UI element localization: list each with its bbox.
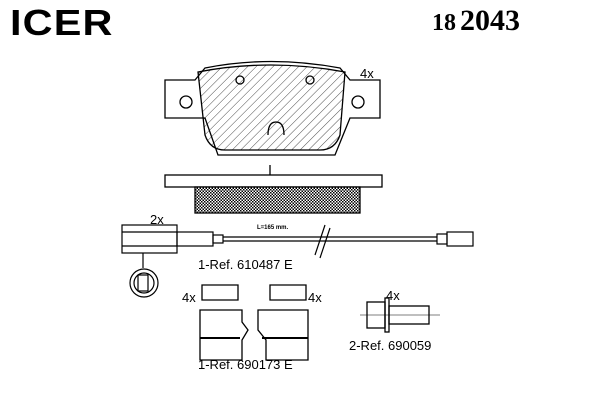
part-number-prefix: 18 <box>432 10 456 36</box>
brake-pad-front-view <box>164 60 381 156</box>
bolt-reference: 2-Ref. 690059 <box>349 338 432 353</box>
bolt-quantity: 4x <box>386 288 400 303</box>
clip-right-quantity: 4x <box>308 290 322 305</box>
cable-length: L=165 mm. <box>257 225 289 231</box>
part-number: 18 2043 <box>432 4 520 38</box>
brake-pad-side-view <box>164 165 383 214</box>
sensor-quantity: 2x <box>150 212 164 227</box>
wear-sensor <box>121 224 474 298</box>
part-number-main: 2043 <box>460 4 520 37</box>
pad-quantity: 4x <box>360 66 374 81</box>
clip-left-quantity: 4x <box>182 290 196 305</box>
clips <box>199 284 309 361</box>
bolt <box>360 297 440 333</box>
clip-reference: 1-Ref. 690173 E <box>198 357 293 372</box>
brand-logo: ICER <box>10 2 114 43</box>
sensor-reference: 1-Ref. 610487 E <box>198 257 293 272</box>
